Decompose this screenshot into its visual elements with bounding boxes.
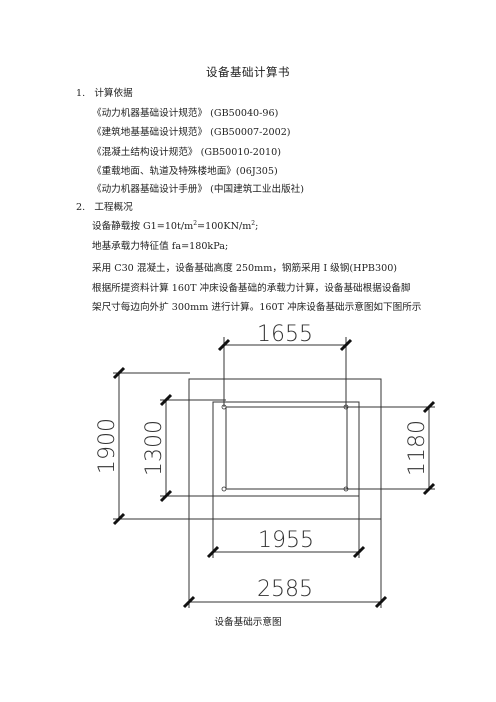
reference-3: 《混凝土结构设计规范》 (GB50010-2010) — [92, 147, 281, 158]
frame-inner — [225, 406, 348, 490]
dim-right: 1180 — [405, 420, 430, 476]
foundation-outline — [188, 378, 382, 520]
section-1-number: 1. — [76, 88, 86, 99]
frame-outer — [212, 401, 360, 497]
reference-4: 《重载地面、轨道及特殊楼地面》(06J305) — [92, 166, 278, 177]
dim-left-inner: 1300 — [142, 420, 167, 476]
diagram-caption: 设备基础示意图 — [214, 617, 282, 628]
reference-5: 《动力机器基础设计手册》 (中国建筑工业出版社) — [92, 184, 305, 195]
calculation-basis: 根据所提资料计算 160T 冲床设备基础的承载力计算，设备基础根据设备脚 — [92, 283, 411, 294]
reference-2: 《建筑地基基础设计规范》 (GB50007-2002) — [92, 127, 291, 138]
dim-bottom-outer: 2585 — [257, 577, 313, 602]
section-1-title: 计算依据 — [94, 88, 133, 99]
dim-left-outer: 1900 — [95, 418, 120, 474]
page-title: 设备基础计算书 — [206, 65, 290, 79]
dim-bottom-inner: 1955 — [258, 528, 314, 553]
load-statement: 设备静载按 G1=10t/m2=100KN/m2; — [92, 219, 259, 232]
bearing-capacity: 地基承载力特征值 fa=180kPa; — [92, 241, 229, 252]
reference-1: 《动力机器基础设计规范》 (GB50040-96) — [92, 108, 279, 119]
section-2-number: 2. — [76, 202, 86, 213]
section-2-heading: 2. 工程概况 — [76, 201, 133, 215]
section-2-title: 工程概况 — [94, 202, 133, 213]
concrete-spec: 采用 C30 混凝土，设备基础高度 250mm，钢筋采用 I 级钢(HPB300… — [92, 263, 398, 274]
section-1-heading: 1. 计算依据 — [76, 87, 133, 101]
calculation-basis-continued: 架尺寸每边向外扩 300mm 进行计算。160T 冲床设备基础示意图如下图所示 — [92, 302, 422, 313]
dim-top: 1655 — [257, 322, 313, 347]
